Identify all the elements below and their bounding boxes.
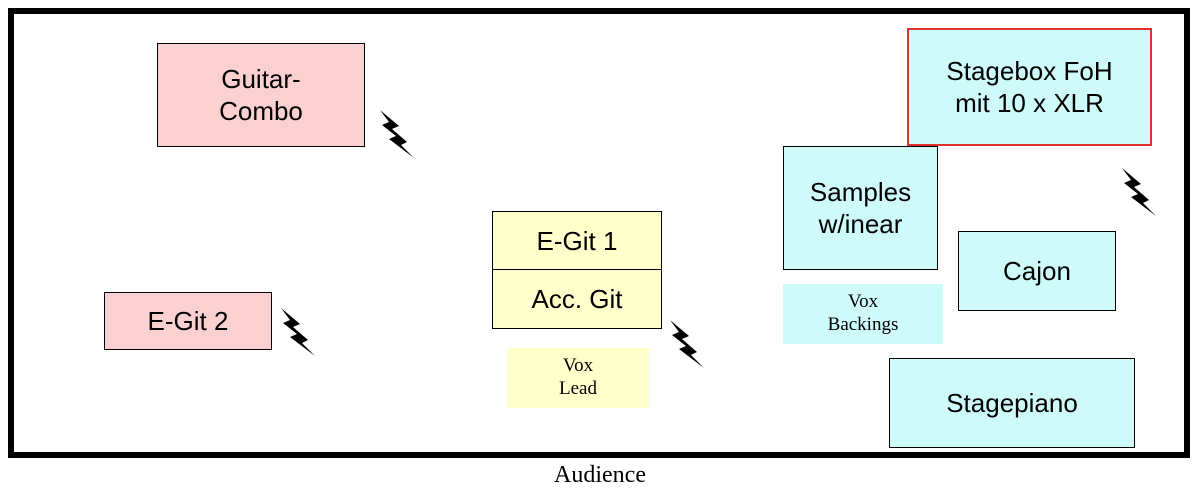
vox-backings-label: Vox Backings xyxy=(783,284,943,344)
egit2-box: E-Git 2 xyxy=(104,292,272,350)
lightning-bolt-icon xyxy=(670,320,704,368)
lightning-bolt-icon xyxy=(281,308,315,356)
lightning-bolt-icon xyxy=(380,110,414,158)
egit1-box: E-Git 1 xyxy=(492,211,662,271)
samples-box: Samples w/inear xyxy=(783,146,938,270)
guitar-combo-box: Guitar- Combo xyxy=(157,43,365,147)
vox-lead-label: Vox Lead xyxy=(507,348,649,408)
cajon-box: Cajon xyxy=(958,231,1116,311)
audience-label: Audience xyxy=(554,462,646,488)
lightning-bolt-icon xyxy=(1122,168,1156,216)
acc-git-box: Acc. Git xyxy=(492,269,662,329)
stagepiano-box: Stagepiano xyxy=(889,358,1135,448)
stagebox-foh-box: Stagebox FoH mit 10 x XLR xyxy=(907,28,1152,146)
